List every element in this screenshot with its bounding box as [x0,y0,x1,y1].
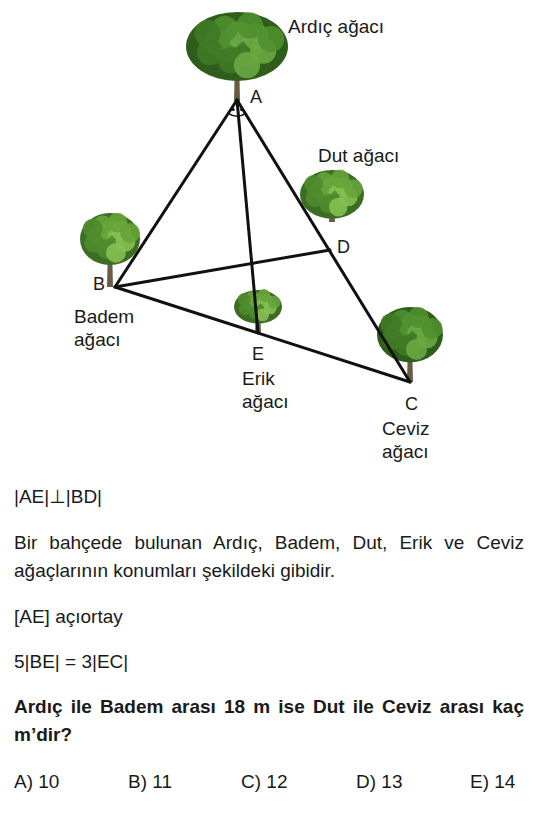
segment-bd [115,250,330,287]
tree-leaves [304,175,323,194]
answer-choice: A) 10 [14,770,59,793]
tree-name: Dut ağacı [318,144,399,167]
answer-choice: C) 12 [241,770,287,793]
tree-leaves [83,219,103,239]
angle-dot [232,108,235,111]
tree-leaves [268,296,281,309]
answer-choice: B) 11 [128,770,172,793]
tree-leaves [329,198,348,217]
tree-leaves [234,52,260,78]
answer-choice: D) 13 [356,770,402,793]
tree-leaves [195,20,221,46]
segments [115,100,410,382]
tree-canopy [300,170,364,219]
answer-choice: E) 14 [470,770,515,793]
given-condition: 5|BE| = 3|EC| [14,650,128,673]
point-label: D [337,236,350,259]
tree-leaves [422,318,443,339]
tree-illustrations [80,12,443,382]
question-text: Ardıç ile Badem arası 18 m ise Dut ile C… [14,693,524,749]
angle-arc [228,113,245,116]
tree-name: Erik ağacı [242,367,304,413]
tree-name: Ceviz ağacı [382,417,448,463]
tree [80,213,140,287]
tree-leaves [106,243,126,263]
tree-leaves [406,339,427,360]
tree-canopy [80,213,140,265]
segment-ac [237,100,410,382]
tree-leaves [344,179,363,198]
given-condition: |AE|⊥|BD| [14,485,102,508]
point-label: C [405,393,418,416]
problem-text: Bir bahçede bulunan Ardıç, Badem, Dut, E… [14,529,524,585]
point-label: E [252,343,264,366]
tree [300,170,364,222]
tree-leaves [238,293,251,306]
tree-leaves [381,313,402,334]
tree-canopy [377,307,443,362]
tree-canopy [186,12,288,81]
segment-ab [115,100,237,287]
tree [186,12,288,102]
given-condition: [AE] açıortay [14,605,123,628]
tree-leaves [120,223,140,243]
point-label: B [93,273,105,296]
segment-ae [237,100,258,333]
tree-name: Ardıç ağacı [288,15,384,38]
tree-leaves [258,26,284,52]
point-label: A [250,86,262,109]
angle-dot [240,108,243,111]
segment-bc [115,287,410,382]
tree-name: Badem ağacı [74,305,154,351]
